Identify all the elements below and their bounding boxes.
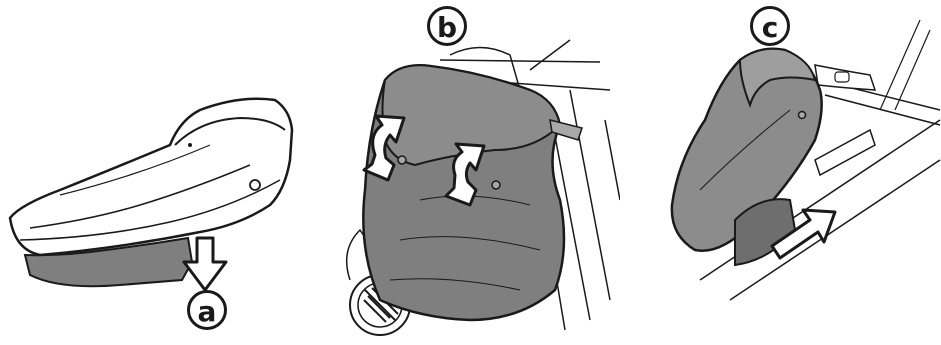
step-a-label: a — [187, 290, 227, 330]
step-a-panel: a — [0, 0, 300, 345]
step-b-illustration — [320, 0, 620, 345]
step-c-panel: c — [640, 0, 941, 345]
step-c-label: c — [750, 6, 790, 46]
step-a-illustration — [0, 0, 300, 345]
step-b-panel: b — [320, 0, 620, 345]
step-b-label: b — [427, 6, 467, 46]
step-c-illustration — [640, 0, 941, 345]
